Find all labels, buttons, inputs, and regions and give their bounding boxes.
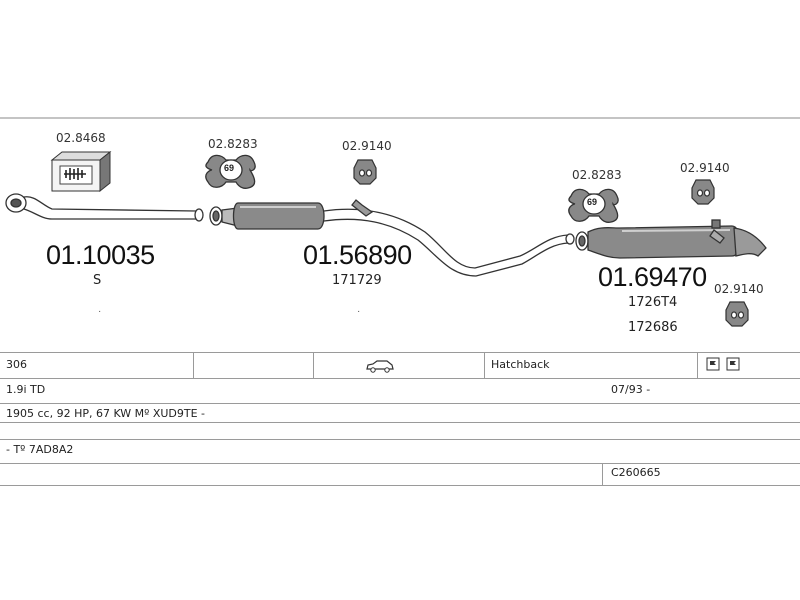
rear-silencer-number: 01.69470 (598, 262, 707, 292)
gasket-badge: 69 (224, 163, 235, 173)
rear-silencer-sub: 172686 (628, 320, 678, 335)
table-row-divider (0, 403, 800, 404)
front-pipe (5, 193, 204, 222)
flag-right-icon (726, 357, 740, 371)
front-pipe-number: 01.10035 (46, 240, 155, 270)
middle-silencer-number: 01.56890 (303, 240, 412, 270)
table-row-divider (0, 422, 800, 423)
reference-cell: C260665 (611, 466, 661, 479)
body-type-cell: Hatchback (491, 358, 550, 371)
engine-cell: 1.9i TD (6, 383, 46, 396)
part-code-label: 02.9140 (714, 282, 764, 296)
part-code-label: 02.8468 (56, 131, 106, 145)
table-col-divider (313, 352, 314, 378)
table-row-divider (0, 352, 800, 353)
table-row-divider (0, 485, 800, 486)
table-col-divider (697, 352, 698, 378)
car-hatchback-icon (366, 360, 394, 373)
table-col-divider (602, 463, 603, 485)
part-code-label: 02.8283 (572, 168, 622, 182)
table-row-divider (0, 378, 800, 379)
rear-silencer-sub: 1726T4 (628, 295, 678, 310)
flag-left-icon (706, 357, 720, 371)
rubber-mount-icon (725, 301, 749, 327)
middle-silencer (209, 199, 575, 277)
model-cell: 306 (6, 358, 27, 371)
table-row-divider (0, 439, 800, 440)
engine-type-cell: - Tº 7AD8A2 (6, 443, 74, 456)
dot-marker: · (357, 306, 361, 317)
engine-spec-cell: 1905 cc, 92 HP, 67 KW Mº XUD9TE - (6, 407, 206, 420)
table-row-divider (0, 463, 800, 464)
table-col-divider (193, 352, 194, 378)
part-code-label: 02.9140 (342, 139, 392, 153)
gasket-badge: 69 (587, 197, 598, 207)
part-code-label: 02.9140 (680, 161, 730, 175)
clamp-kit-box-icon (50, 150, 112, 193)
table-col-divider (484, 352, 485, 378)
rubber-mount-icon (691, 179, 715, 205)
front-pipe-sub: S (93, 273, 102, 288)
middle-silencer-sub: 171729 (332, 273, 382, 288)
gasket-icon (568, 188, 619, 223)
dot-marker: · (98, 306, 102, 317)
gasket-icon (205, 154, 256, 189)
date-cell: 07/93 - (611, 383, 651, 396)
part-code-label: 02.8283 (208, 137, 258, 151)
rubber-mount-icon (353, 159, 377, 185)
rear-silencer (575, 219, 767, 259)
